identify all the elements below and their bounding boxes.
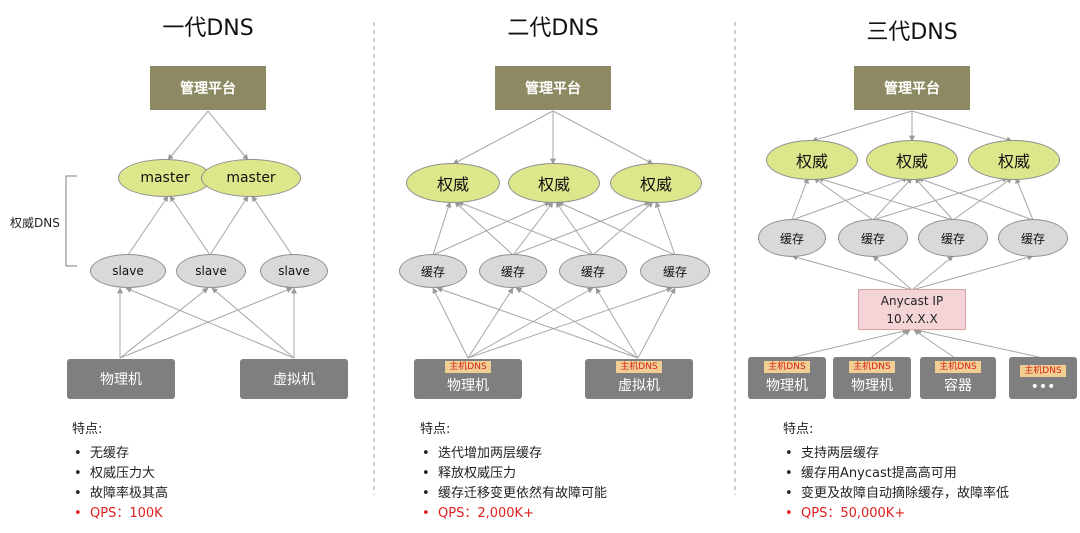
feature-item: 支持两层缓存 <box>783 444 1009 464</box>
column-title-gen1: 一代DNS <box>162 16 254 41</box>
host-box-physical: 物理机 <box>67 359 175 399</box>
host-box-container: 主机DNS 容器 <box>920 357 996 399</box>
column-dividers <box>373 22 736 495</box>
feature-item: 释放权威压力 <box>420 464 607 484</box>
feature-qps: QPS：100K <box>72 504 168 524</box>
features-title: 特点: <box>72 422 103 437</box>
cache-node: 缓存 <box>399 254 467 288</box>
host-box-physical: 主机DNS 物理机 <box>414 359 522 399</box>
management-platform-box: 管理平台 <box>150 66 266 110</box>
column-title-gen2: 二代DNS <box>507 16 599 41</box>
host-dns-tag: 主机DNS <box>1020 365 1066 377</box>
anycast-label: Anycast IP <box>880 293 944 308</box>
feature-item: 变更及故障自动摘除缓存，故障率低 <box>783 484 1009 504</box>
host-dns-tag: 主机DNS <box>616 361 662 373</box>
feature-qps: QPS：50,000K+ <box>783 504 1009 524</box>
feature-qps: QPS：2,000K+ <box>420 504 607 524</box>
host-label: 物理机 <box>100 372 142 388</box>
cache-node: 缓存 <box>838 219 908 257</box>
slave-node: slave <box>90 254 166 288</box>
features-block-gen2: 特点: 迭代增加两层缓存 释放权威压力 缓存迁移变更依然有故障可能 QPS：2,… <box>420 420 607 524</box>
cache-node: 缓存 <box>559 254 627 288</box>
cache-node: 缓存 <box>918 219 988 257</box>
slave-node: slave <box>260 254 328 288</box>
host-label: 虚拟机 <box>273 372 315 388</box>
feature-item: 权威压力大 <box>72 464 168 484</box>
host-label: 物理机 <box>766 378 808 394</box>
host-box-physical: 主机DNS 物理机 <box>748 357 826 399</box>
cache-node: 缓存 <box>998 219 1068 257</box>
authority-node: 权威 <box>866 140 958 180</box>
authority-node: 权威 <box>406 163 500 203</box>
host-box-virtual: 主机DNS 虚拟机 <box>585 359 693 399</box>
host-dns-tag: 主机DNS <box>764 361 810 373</box>
feature-item: 迭代增加两层缓存 <box>420 444 607 464</box>
host-label: 物理机 <box>851 378 893 394</box>
slave-node: slave <box>176 254 246 288</box>
feature-item: 缓存迁移变更依然有故障可能 <box>420 484 607 504</box>
management-platform-box: 管理平台 <box>854 66 970 110</box>
authority-node: 权威 <box>968 140 1060 180</box>
anycast-ip-box: Anycast IP 10.X.X.X <box>858 289 966 330</box>
cache-node: 缓存 <box>640 254 710 288</box>
column-title-gen3: 三代DNS <box>866 20 958 45</box>
authority-node: 权威 <box>766 140 858 180</box>
cache-node: 缓存 <box>758 219 826 257</box>
cache-node: 缓存 <box>479 254 547 288</box>
ellipsis-icon: ••• <box>1030 379 1056 395</box>
host-label: 物理机 <box>447 378 489 394</box>
features-block-gen3: 特点: 支持两层缓存 缓存用Anycast提高高可用 变更及故障自动摘除缓存，故… <box>783 420 1009 524</box>
host-label: 虚拟机 <box>618 378 660 394</box>
auth-dns-bracket <box>65 175 77 267</box>
authority-node: 权威 <box>610 163 702 203</box>
master-node: master <box>201 159 301 197</box>
features-title: 特点: <box>420 422 451 437</box>
host-box-more: 主机DNS ••• <box>1009 357 1077 399</box>
features-block-gen1: 特点: 无缓存 权威压力大 故障率极其高 QPS：100K <box>72 420 168 524</box>
connector-lines <box>117 110 1044 359</box>
master-node: master <box>118 159 212 197</box>
host-label: 容器 <box>944 378 972 394</box>
host-dns-tag: 主机DNS <box>935 361 981 373</box>
host-dns-tag: 主机DNS <box>445 361 491 373</box>
management-platform-box: 管理平台 <box>495 66 611 110</box>
features-title: 特点: <box>783 422 814 437</box>
feature-item: 缓存用Anycast提高高可用 <box>783 464 1009 484</box>
host-box-physical: 主机DNS 物理机 <box>833 357 911 399</box>
auth-dns-label: 权威DNS <box>10 216 60 230</box>
authority-node: 权威 <box>508 163 600 203</box>
feature-item: 故障率极其高 <box>72 484 168 504</box>
feature-item: 无缓存 <box>72 444 168 464</box>
host-dns-tag: 主机DNS <box>849 361 895 373</box>
anycast-address: 10.X.X.X <box>886 311 938 326</box>
host-box-virtual: 虚拟机 <box>240 359 348 399</box>
